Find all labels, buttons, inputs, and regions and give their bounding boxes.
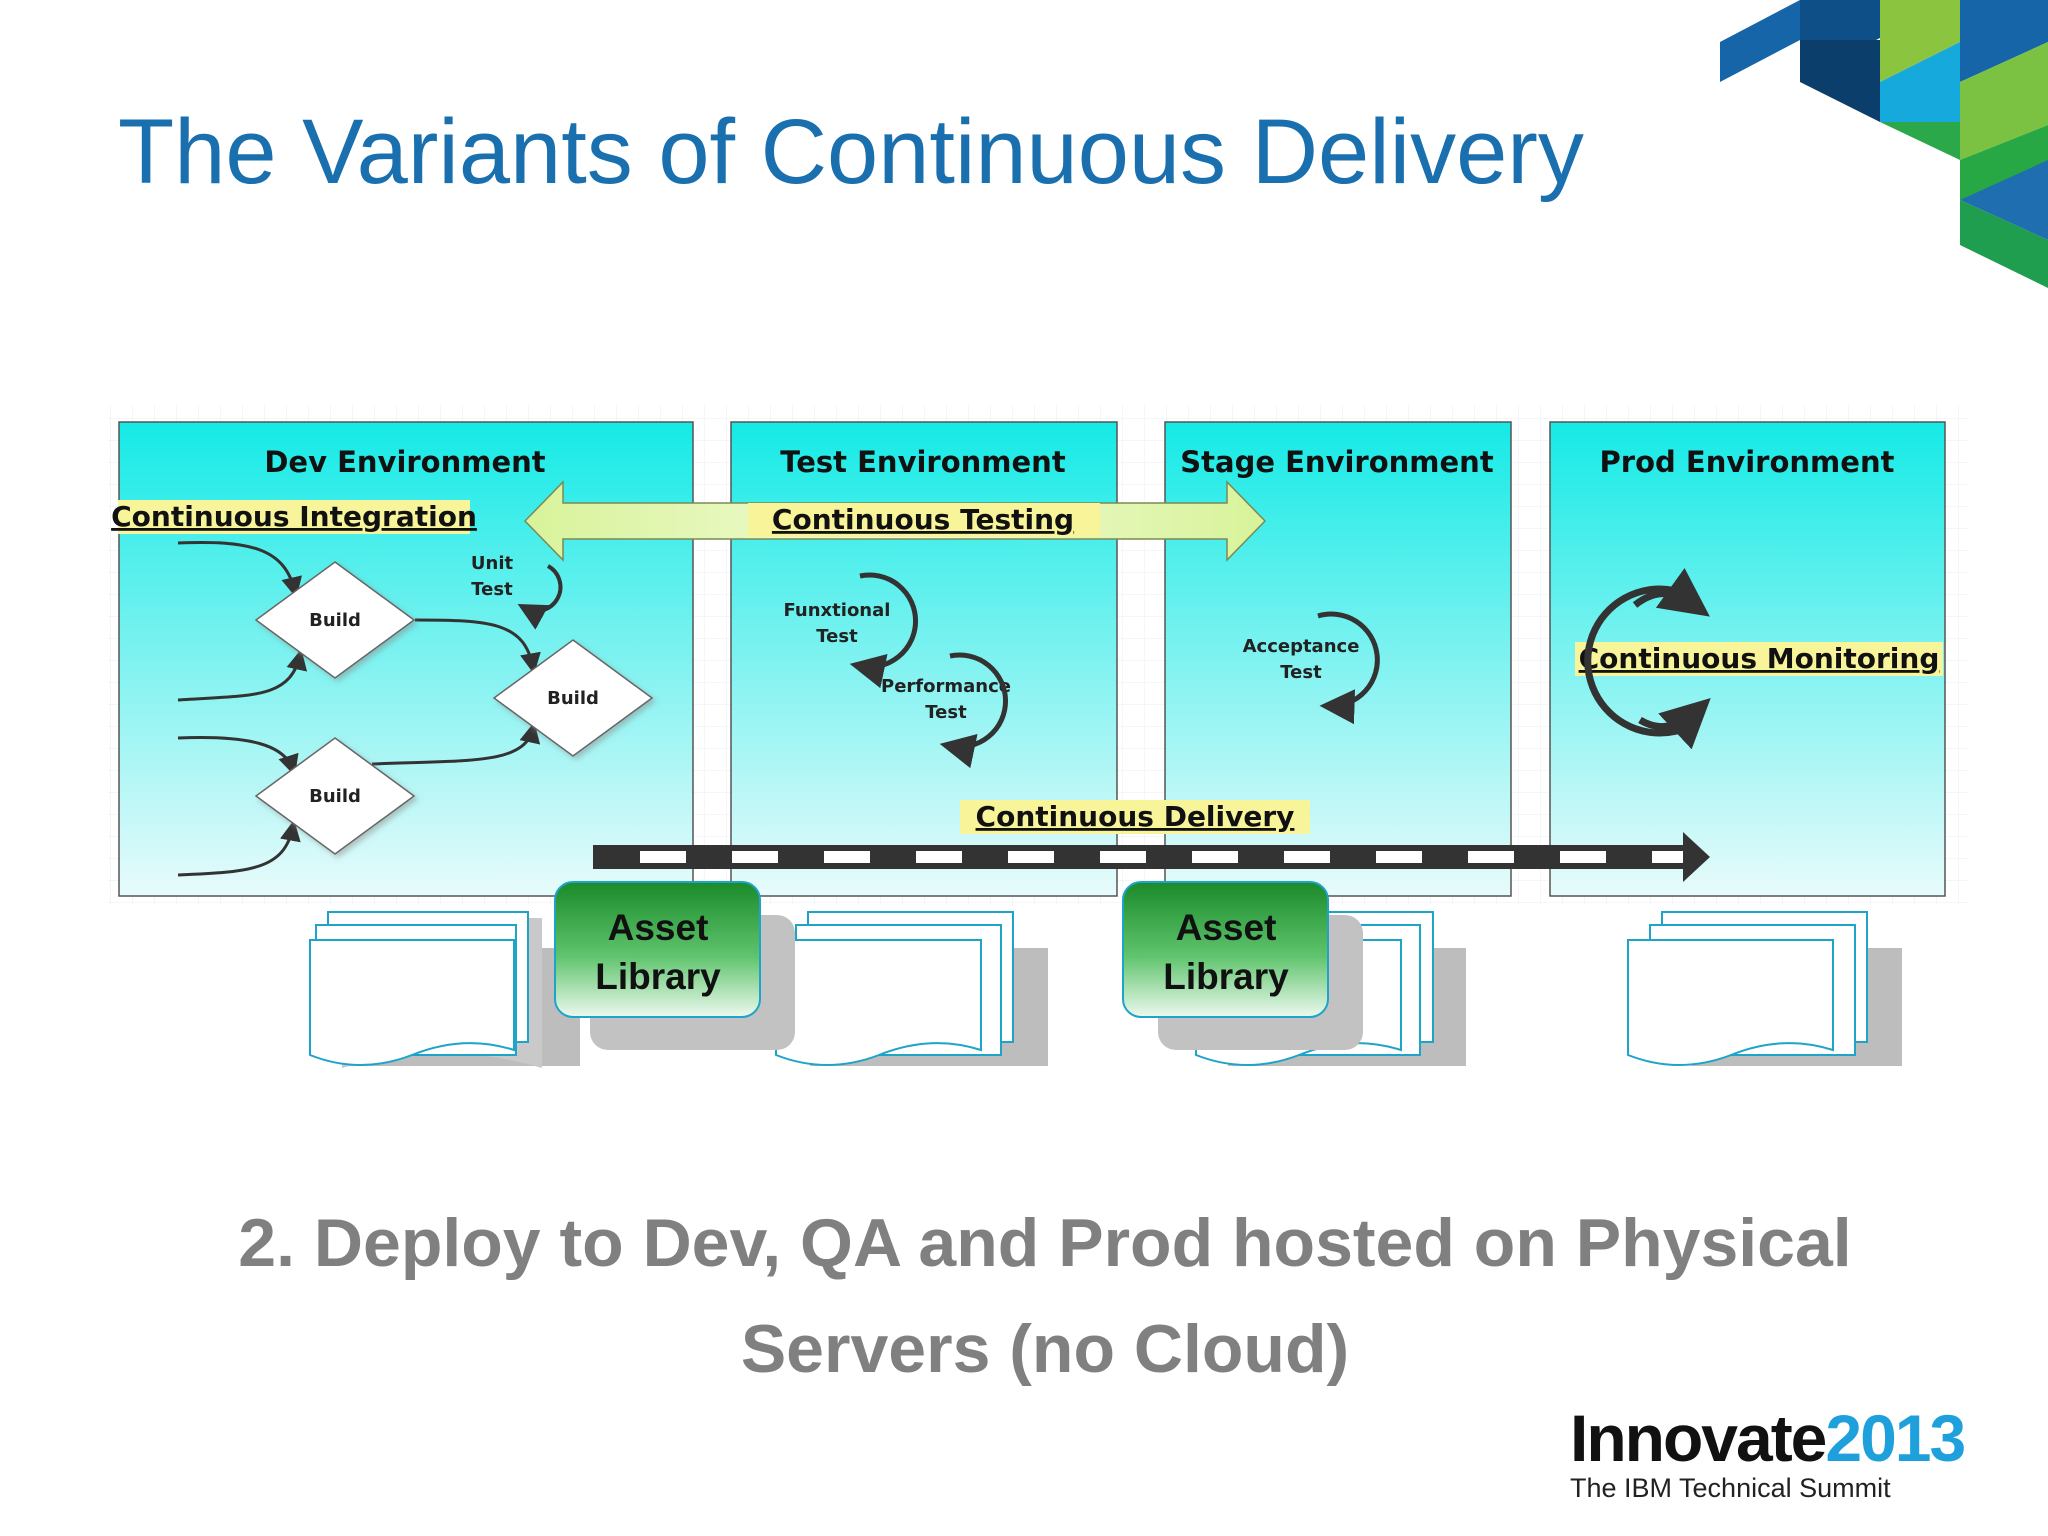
continuous-delivery-label: Continuous Delivery bbox=[976, 800, 1295, 833]
continuous-testing-highlight bbox=[748, 503, 1100, 537]
ibm-mosaic-decoration bbox=[1720, 0, 2048, 288]
unit-test-label-line2: Test bbox=[471, 579, 513, 600]
server-document-stack-4 bbox=[1627, 911, 1902, 1066]
build-node-2-label: Build bbox=[547, 688, 599, 709]
acceptance-test-label-line1: Acceptance bbox=[1243, 636, 1360, 657]
asset-library-2-line2: Library bbox=[1163, 956, 1289, 997]
server-document-stack-1 bbox=[309, 911, 580, 1068]
continuous-monitoring-loop bbox=[1584, 585, 1700, 737]
slide-subtitle-line1: 2. Deploy to Dev, QA and Prod hosted on … bbox=[238, 1205, 1852, 1281]
continuous-delivery-highlight bbox=[960, 800, 1310, 834]
performance-test-label-line1: Performance bbox=[881, 676, 1011, 697]
continuous-integration-label: Continuous Integration bbox=[111, 500, 477, 533]
build-node-1 bbox=[254, 561, 416, 679]
logo-tagline: The IBM Technical Summit bbox=[1570, 1473, 1891, 1503]
dev-environment-panel bbox=[118, 421, 694, 897]
dev-environment-title: Dev Environment bbox=[264, 445, 545, 479]
logo-word-innovate: Innovate bbox=[1570, 1401, 1827, 1475]
continuous-integration-highlight bbox=[118, 500, 470, 534]
test-environment-title: Test Environment bbox=[780, 445, 1066, 479]
continuous-delivery-pipeline-arrow bbox=[593, 832, 1710, 882]
build-node-3-label: Build bbox=[309, 786, 361, 807]
performance-test-label-line2: Test bbox=[925, 702, 967, 723]
functional-test-loop-arrow bbox=[849, 572, 918, 689]
innovate-2013-logo: Innovate2013 The IBM Technical Summit bbox=[1570, 1405, 1966, 1504]
logo-wordmark: Innovate2013 bbox=[1570, 1405, 1966, 1471]
functional-test-label-line1: Funxtional bbox=[784, 600, 891, 621]
build-node-2 bbox=[492, 639, 654, 757]
asset-library-2-line1: Asset bbox=[1176, 907, 1277, 948]
slide-subtitle-line2: Servers (no Cloud) bbox=[740, 1311, 1350, 1387]
acceptance-test-loop-arrow bbox=[1317, 611, 1380, 725]
continuous-monitoring-highlight bbox=[1575, 642, 1943, 676]
build-node-3 bbox=[254, 737, 416, 855]
asset-library-2 bbox=[1122, 881, 1363, 1050]
functional-test-label-line2: Test bbox=[816, 626, 858, 647]
prod-environment-title: Prod Environment bbox=[1600, 445, 1895, 479]
continuous-monitoring-label: Continuous Monitoring bbox=[1579, 642, 1940, 675]
acceptance-test-label-line2: Test bbox=[1280, 662, 1322, 683]
asset-library-1-line1: Asset bbox=[608, 907, 709, 948]
performance-test-loop-arrow bbox=[939, 652, 1008, 769]
slide-subtitle: 2. Deploy to Dev, QA and Prod hosted on … bbox=[0, 1190, 2048, 1402]
unit-test-label-line1: Unit bbox=[471, 553, 514, 574]
unit-test-loop-arrow bbox=[517, 564, 563, 630]
slide-title: The Variants of Continuous Delivery bbox=[118, 101, 1584, 203]
logo-word-year: 2013 bbox=[1825, 1401, 1966, 1475]
stage-environment-title: Stage Environment bbox=[1180, 445, 1494, 479]
continuous-testing-label: Continuous Testing bbox=[772, 503, 1074, 536]
dev-flow-connectors bbox=[177, 540, 541, 877]
build-node-1-label: Build bbox=[309, 610, 361, 631]
server-document-stack-2 bbox=[775, 911, 1048, 1066]
monitoring-arrow-top bbox=[1632, 568, 1710, 617]
asset-library-1-line2: Library bbox=[595, 956, 721, 997]
monitoring-arrow-bottom bbox=[1638, 697, 1711, 750]
asset-library-1 bbox=[554, 881, 795, 1050]
